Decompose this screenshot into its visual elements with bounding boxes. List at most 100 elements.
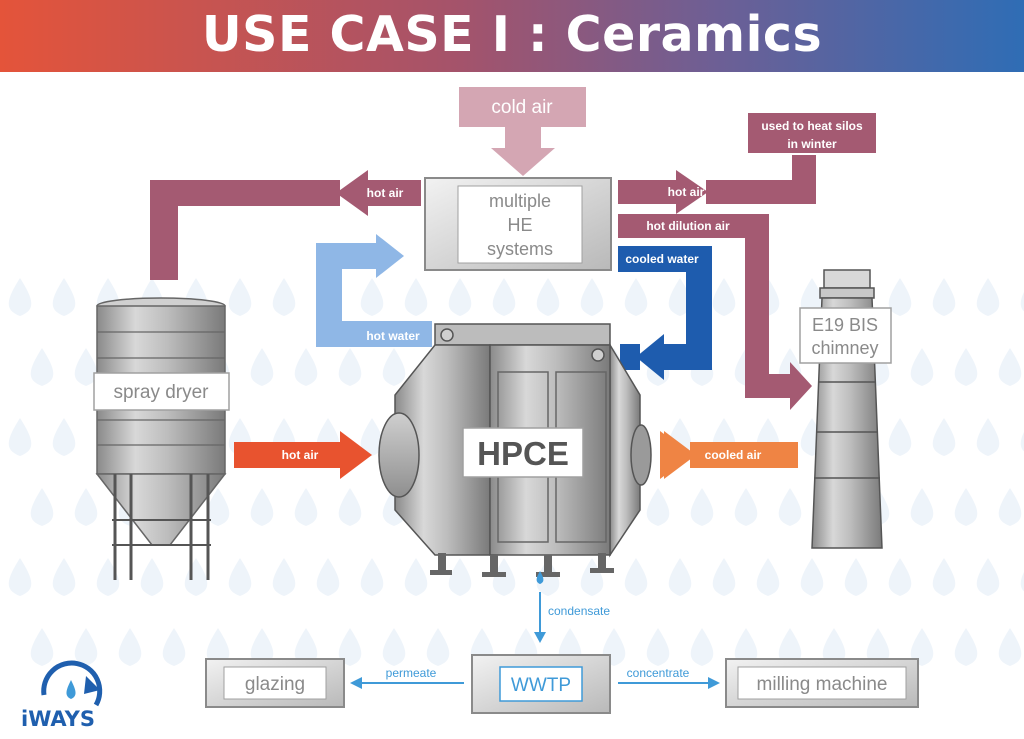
cold-air-flow: cold air xyxy=(459,87,586,176)
used-to-heat-line2: in winter xyxy=(787,137,837,151)
background-droplet xyxy=(52,278,76,316)
he-line3: systems xyxy=(487,239,553,259)
background-droplet xyxy=(250,628,274,666)
hot-water-flow: hot water xyxy=(316,234,432,347)
background-droplet xyxy=(316,558,340,596)
background-droplet xyxy=(822,628,846,666)
background-droplet xyxy=(426,628,450,666)
cold-air-box xyxy=(459,87,586,127)
background-droplet xyxy=(448,558,472,596)
chimney-line1: E19 BIS xyxy=(812,315,878,335)
background-droplet xyxy=(624,278,648,316)
background-droplet xyxy=(492,278,516,316)
background-droplet xyxy=(294,628,318,666)
background-droplet xyxy=(184,558,208,596)
background-droplet xyxy=(118,628,142,666)
concentrate-label: concentrate xyxy=(627,666,690,680)
background-droplet xyxy=(932,278,956,316)
background-droplet xyxy=(360,558,384,596)
used-to-heat-silos: used to heat silos in winter xyxy=(748,113,876,153)
background-droplet xyxy=(756,558,780,596)
background-droplet xyxy=(844,558,868,596)
background-droplet xyxy=(998,348,1022,386)
logo-text: iWAYS xyxy=(21,707,95,731)
cooled-exhaust-flow: cooled air xyxy=(660,431,798,479)
background-droplet xyxy=(910,488,934,526)
milling-machine-label: milling machine xyxy=(757,674,888,695)
background-droplet xyxy=(52,418,76,456)
hot-air-hpce-label: hot air xyxy=(282,448,319,462)
background-droplet xyxy=(690,628,714,666)
cooled-water-label: cooled water xyxy=(625,252,699,266)
concentrate-flow: concentrate xyxy=(618,666,720,689)
background-droplet xyxy=(646,488,670,526)
background-droplet xyxy=(294,348,318,386)
background-droplet xyxy=(888,418,912,456)
he-line1: multiple xyxy=(489,191,551,211)
background-droplet xyxy=(712,278,736,316)
iways-logo: iWAYS xyxy=(21,660,103,731)
background-droplet xyxy=(668,278,692,316)
background-droplet xyxy=(536,278,560,316)
background-droplet xyxy=(30,628,54,666)
hot-air-right-flow: hot air xyxy=(618,155,816,214)
background-droplet xyxy=(580,558,604,596)
background-droplet xyxy=(932,418,956,456)
hot-dilution-air-label: hot dilution air xyxy=(646,219,730,233)
background-droplet xyxy=(1020,292,1024,312)
hpce-label: HPCE xyxy=(477,435,569,472)
condensate-label: condensate xyxy=(548,604,610,618)
background-droplet xyxy=(404,278,428,316)
glazing-label: glazing xyxy=(245,674,305,695)
title-bar: USE CASE I : Ceramics xyxy=(0,0,1024,72)
background-droplet xyxy=(954,628,978,666)
background-droplet xyxy=(206,488,230,526)
background-droplet xyxy=(1020,432,1024,452)
background-droplet xyxy=(866,628,890,666)
background-droplet xyxy=(52,558,76,596)
background-droplet xyxy=(668,558,692,596)
background-droplet xyxy=(272,278,296,316)
cold-air-arrow xyxy=(491,127,555,176)
background-droplet xyxy=(998,488,1022,526)
background-droplet xyxy=(910,348,934,386)
background-droplet xyxy=(954,348,978,386)
background-droplet xyxy=(624,558,648,596)
background-droplet xyxy=(734,628,758,666)
chimney-line2: chimney xyxy=(811,338,878,358)
glazing: glazing xyxy=(205,658,345,708)
cooled-water-flow: cooled water xyxy=(618,246,712,380)
background-droplet xyxy=(250,348,274,386)
background-droplet xyxy=(294,488,318,526)
background-droplet xyxy=(1020,572,1024,592)
wwtp-label: WWTP xyxy=(511,675,571,696)
hot-exhaust-flow: hot air xyxy=(234,431,372,479)
background-droplet xyxy=(360,278,384,316)
background-droplet xyxy=(8,278,32,316)
background-droplet xyxy=(74,488,98,526)
background-droplet xyxy=(888,278,912,316)
wwtp: WWTP xyxy=(471,654,611,714)
background-droplet xyxy=(228,278,252,316)
used-to-heat-line1: used to heat silos xyxy=(761,119,863,133)
background-droplet xyxy=(888,558,912,596)
background-droplet xyxy=(404,558,428,596)
page-title: USE CASE I : Ceramics xyxy=(201,6,823,63)
background-droplet xyxy=(778,488,802,526)
background-droplet xyxy=(74,628,98,666)
background-droplet xyxy=(800,558,824,596)
background-droplet xyxy=(30,348,54,386)
spray-dryer: spray dryer xyxy=(93,297,230,580)
cooled-air-label: cooled air xyxy=(705,448,762,462)
he-line2: HE xyxy=(507,215,532,235)
hot-air-right-label: hot air xyxy=(668,185,705,199)
background-droplet xyxy=(976,278,1000,316)
background-droplet xyxy=(382,628,406,666)
background-droplet xyxy=(8,558,32,596)
background-droplet xyxy=(646,628,670,666)
background-droplet xyxy=(338,348,362,386)
background-droplet xyxy=(800,278,824,316)
background-droplet xyxy=(338,488,362,526)
hot-air-left-flow: hot air xyxy=(150,170,421,280)
